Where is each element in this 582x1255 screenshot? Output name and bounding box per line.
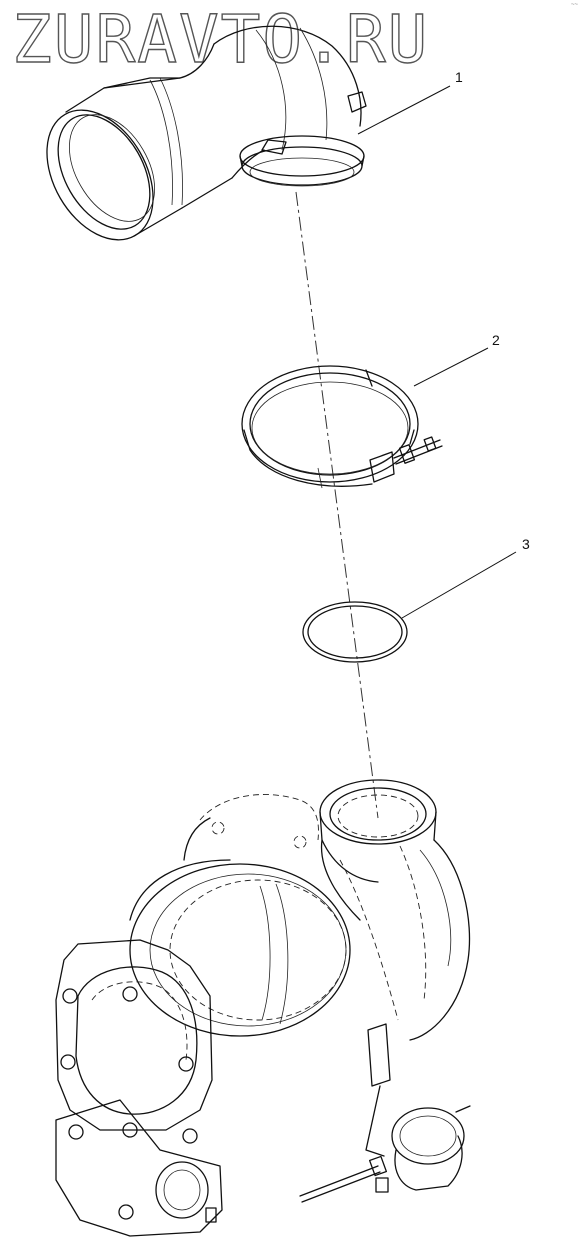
turbocharger: [55, 779, 471, 1237]
elbow-pipe: [46, 25, 367, 241]
callout-leader-1: [357, 85, 451, 135]
callout-number-1: 1: [455, 69, 463, 85]
callout-number-2: 2: [492, 332, 500, 348]
assembly-centerline: [295, 191, 379, 819]
corner-mark: ~~: [570, 2, 578, 8]
o-ring: [302, 601, 408, 663]
callout-number-3: 3: [522, 536, 530, 552]
v-band-clamp: [241, 365, 443, 489]
callout-leader-2: [413, 347, 489, 387]
callout-leader-3: [401, 551, 517, 619]
